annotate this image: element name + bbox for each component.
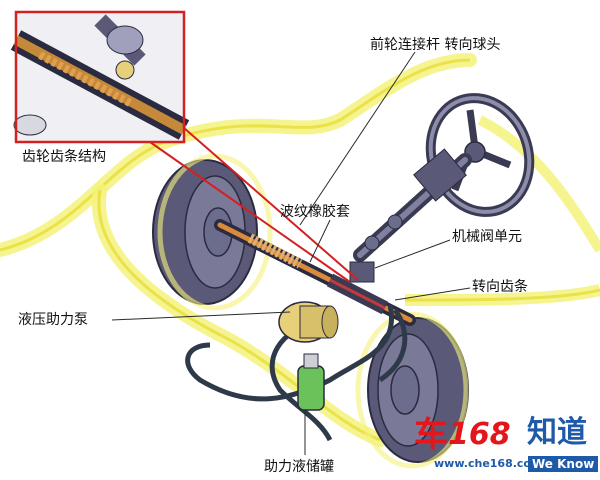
label-tie-rod: 前轮连接杆 转向球头 [370, 37, 501, 53]
leader-lines [111, 51, 471, 455]
label-rack-pinion: 齿轮齿条结构 [22, 149, 106, 165]
label-reservoir: 助力液储罐 [264, 459, 334, 475]
right-front-wheel [355, 311, 469, 469]
logo-number: 168 [448, 417, 511, 452]
label-valve-unit: 机械阀单元 [452, 229, 522, 245]
car-body-outline [0, 53, 600, 447]
logo-zhidao: 知道 [527, 415, 587, 450]
hydraulic-pump [278, 301, 339, 343]
left-front-wheel [152, 153, 273, 311]
inset-detail [10, 10, 190, 144]
steering-column [353, 148, 472, 262]
label-bellows: 波纹橡胶套 [280, 204, 350, 220]
steering-wheel [425, 93, 535, 217]
logo-url: www.che168.com [434, 457, 543, 470]
label-pump: 液压助力泵 [18, 312, 88, 328]
fluid-reservoir [297, 353, 325, 411]
logo-we-know: We Know [528, 456, 599, 472]
label-rack: 转向齿条 [472, 279, 528, 295]
inset-connector-lines [149, 127, 359, 283]
logo-car-char: 车 [414, 415, 448, 455]
